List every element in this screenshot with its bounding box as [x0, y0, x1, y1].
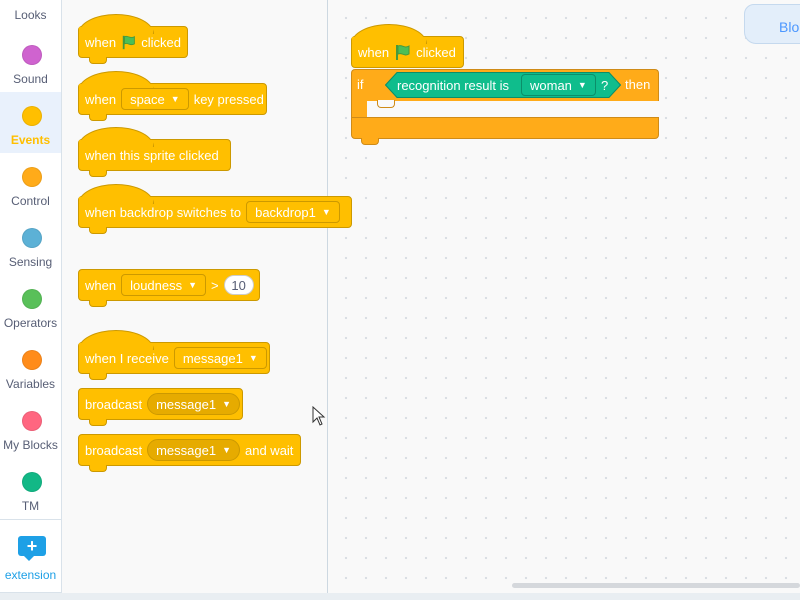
chevron-down-icon: ▼ — [321, 207, 331, 217]
block-when-flag-clicked[interactable]: when clicked — [78, 14, 188, 64]
if-label: if — [357, 77, 364, 92]
category-variables-icon — [22, 350, 42, 370]
category-myblocks-icon — [22, 411, 42, 431]
block-broadcast-and-wait[interactable]: broadcast message1▼ and wait — [78, 434, 301, 472]
broadcast-message-dropdown[interactable]: message1▼ — [147, 393, 240, 415]
recognition-result-condition[interactable]: recognition result is woman▼ ? — [385, 72, 621, 98]
backdrop-dropdown[interactable]: backdrop1▼ — [246, 201, 340, 223]
green-flag-icon — [396, 44, 410, 60]
category-label: Operators — [3, 316, 58, 330]
chevron-down-icon: ▼ — [222, 445, 231, 455]
sensor-dropdown[interactable]: loudness▼ — [121, 274, 207, 296]
key-dropdown[interactable]: space▼ — [121, 88, 189, 110]
category-label: My Blocks — [3, 438, 58, 452]
category-myblocks[interactable]: My Blocks — [0, 397, 61, 458]
block-when-backdrop-switches[interactable]: when backdrop switches to backdrop1▼ — [78, 184, 352, 234]
category-tm[interactable]: TM — [0, 458, 61, 519]
block-when-loudness-greater[interactable]: when loudness▼ > 10 — [78, 269, 260, 307]
category-control[interactable]: Control — [0, 153, 61, 214]
extension-button[interactable]: + extension — [0, 519, 61, 593]
chevron-down-icon: ▼ — [170, 94, 180, 104]
block-when-sprite-clicked[interactable]: when this sprite clicked — [78, 127, 231, 177]
category-control-icon — [22, 167, 42, 187]
block-broadcast[interactable]: broadcast message1▼ — [78, 388, 243, 426]
then-label: then — [625, 77, 651, 92]
green-flag-icon — [122, 35, 135, 49]
category-sensing[interactable]: Sensing — [0, 214, 61, 275]
category-looks[interactable]: Looks — [14, 8, 47, 22]
tab-blocks[interactable]: Blo — [744, 4, 800, 44]
category-label: Sound — [13, 72, 48, 86]
script-if-then-block[interactable]: if recognition result is woman▼ ? then — [351, 69, 659, 145]
chevron-down-icon: ▼ — [188, 280, 198, 290]
category-sensing-icon — [22, 228, 42, 248]
mouse-cursor-icon — [312, 406, 326, 426]
broadcast-wait-message-dropdown[interactable]: message1▼ — [147, 439, 240, 461]
category-operators[interactable]: Operators — [0, 275, 61, 336]
loudness-value-input[interactable]: 10 — [223, 275, 254, 295]
block-when-key-pressed[interactable]: when space▼ key pressed — [78, 71, 267, 121]
script-when-flag-clicked[interactable]: when clicked — [351, 24, 464, 68]
extension-label: extension — [4, 568, 57, 582]
category-label: Events — [10, 133, 51, 147]
category-label: Sensing — [8, 255, 53, 269]
block-when-i-receive[interactable]: when I receive message1▼ — [78, 330, 270, 380]
category-operators-icon — [22, 289, 42, 309]
category-variables[interactable]: Variables — [0, 336, 61, 397]
category-events[interactable]: Events — [0, 92, 61, 153]
message-dropdown[interactable]: message1▼ — [173, 347, 267, 369]
chevron-down-icon: ▼ — [577, 80, 587, 90]
add-extension-icon: + — [18, 536, 46, 561]
category-sound-icon — [22, 45, 42, 65]
category-events-icon — [22, 106, 42, 126]
category-tm-icon — [22, 472, 42, 492]
category-label: Control — [11, 194, 50, 208]
category-label: Variables — [5, 377, 56, 391]
category-sound[interactable]: Sound — [0, 31, 61, 92]
recognition-value-dropdown[interactable]: woman▼ — [521, 74, 596, 96]
chevron-down-icon: ▼ — [248, 353, 258, 363]
category-label: TM — [21, 499, 40, 513]
horizontal-scrollbar[interactable] — [512, 583, 800, 588]
chevron-down-icon: ▼ — [222, 399, 231, 409]
